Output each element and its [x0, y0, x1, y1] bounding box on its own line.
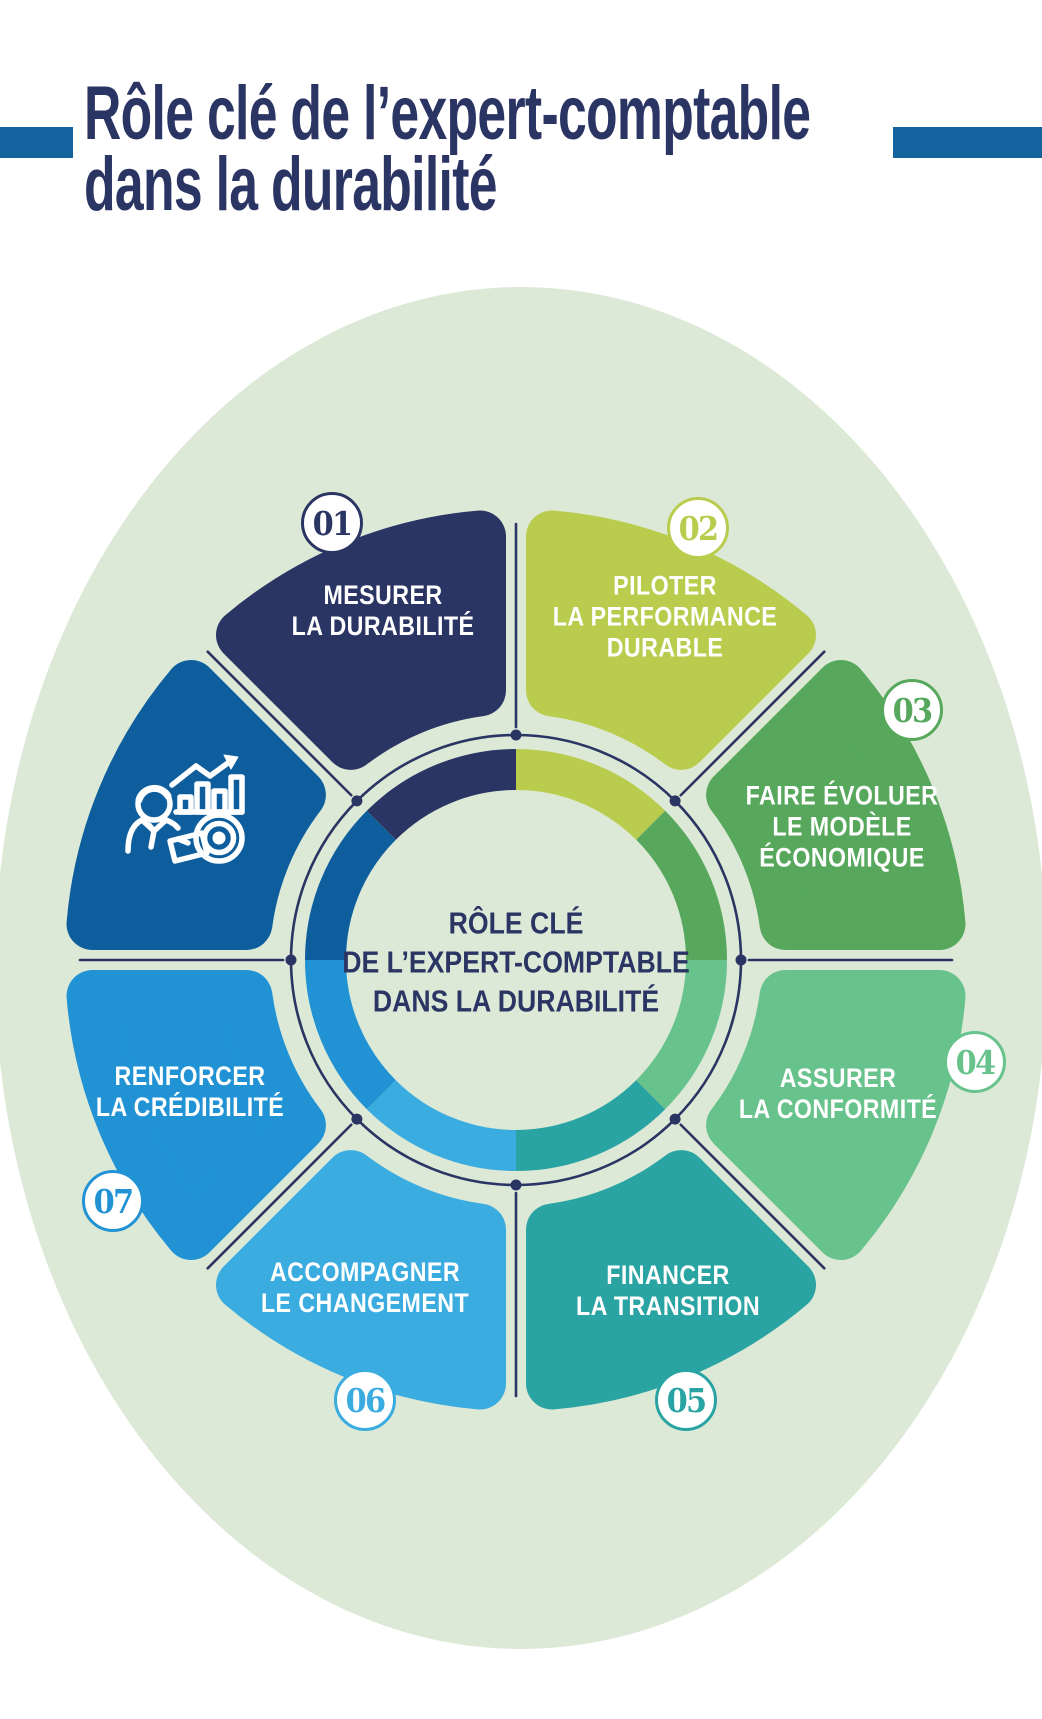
badge-number-text: 07	[93, 1181, 134, 1221]
petal-financer	[526, 1150, 816, 1410]
target-outer-ring	[193, 812, 245, 864]
segment-label-line: LA TRANSITION	[575, 1291, 761, 1321]
page-title: Rôle clé de l’expert-comptable dans la d…	[84, 71, 1042, 227]
segment-label-line: ASSURER	[779, 1063, 897, 1093]
number-badge-05: 05	[655, 1369, 717, 1431]
divider-dot	[735, 954, 747, 966]
segment-label-line: DURABLE	[606, 632, 724, 663]
segment-label-line: FINANCER	[606, 1260, 730, 1290]
chart-bar-4	[228, 774, 245, 815]
divider-dot	[669, 1113, 681, 1125]
badge-number-text: 01	[312, 503, 353, 543]
divider-line	[679, 1123, 826, 1270]
accountant-chart-target-icon	[125, 754, 245, 864]
growth-arrow-head	[223, 754, 239, 770]
segment-label-line: ACCOMPAGNER	[269, 1257, 461, 1287]
wheel-center-title-line3: DANS LA DURABILITÉ	[372, 983, 660, 1019]
divider-dot	[351, 795, 363, 807]
ring-arc-faire-evoluer	[635, 810, 727, 961]
petal-faire-evoluer	[706, 660, 966, 950]
title-accent-bar-left	[0, 127, 73, 158]
number-badge-06: 06	[334, 1369, 396, 1431]
number-badge-02: 02	[667, 497, 729, 559]
wheel-center-title-line2: DE L’EXPERT-COMPTABLE	[342, 944, 690, 980]
ring-arc-icon-segment	[305, 810, 397, 961]
badge-number-text: 06	[345, 1380, 386, 1420]
ring-arc-financer	[515, 1079, 666, 1171]
badge-number-text: 04	[955, 1042, 996, 1082]
ring-arc-mesurer	[366, 749, 517, 841]
clipboard-clip	[175, 836, 191, 846]
badge-number-text: 02	[678, 508, 719, 548]
page-title-line1: Rôle clé de l’expert-comptable	[84, 71, 811, 156]
wheel-center-title-line1: RÔLE CLÉ	[448, 905, 584, 941]
petal-accompagner	[216, 1150, 506, 1410]
divider-dot	[285, 954, 297, 966]
petal-assurer	[706, 970, 966, 1260]
divider-dot	[669, 795, 681, 807]
segment-label-line: PILOTER	[613, 570, 717, 601]
ring-arc-accompagner	[366, 1079, 517, 1171]
chart-bar-1	[177, 794, 194, 815]
number-badge-03: 03	[881, 679, 943, 741]
petal-mesurer	[216, 510, 506, 770]
ring-arc-assurer	[635, 959, 727, 1110]
badge-number-text: 05	[666, 1380, 707, 1420]
segment-label-line: LA PERFORMANCE	[552, 601, 778, 632]
ring-arc-renforcer	[305, 959, 397, 1110]
chart-bar-3	[211, 788, 228, 815]
petal-piloter	[526, 510, 816, 770]
target-bullseye	[212, 831, 226, 845]
number-badge-07: 07	[82, 1170, 144, 1232]
page-title-line2: dans la durabilité	[84, 142, 497, 227]
divider-line	[679, 650, 826, 797]
clipboard	[167, 830, 210, 864]
number-badge-04: 04	[944, 1031, 1006, 1093]
segment-label-line: LE CHANGEMENT	[260, 1288, 470, 1318]
person-hair	[135, 784, 172, 804]
segment-label-line: MESURER	[323, 580, 443, 610]
number-badge-01: 01	[301, 492, 363, 554]
petal-renforcer	[66, 970, 326, 1260]
segment-label-line: FAIRE ÉVOLUER	[745, 780, 939, 811]
divider-dot	[510, 1179, 522, 1191]
divider-dot	[351, 1113, 363, 1125]
ring-arc-piloter	[515, 749, 666, 841]
badge-number-text: 03	[892, 690, 933, 730]
divider-line	[206, 1123, 353, 1270]
divider-dot	[510, 729, 522, 741]
wheel-center-title: RÔLE CLÉ DE L’EXPERT-COMPTABLE DANS LA D…	[342, 904, 690, 1021]
segment-label-line: RENFORCER	[114, 1061, 266, 1091]
divider-line	[206, 650, 353, 797]
target-middle-ring	[201, 820, 237, 856]
segment-label-line: LA CONFORMITÉ	[738, 1094, 938, 1124]
segment-label-line: ÉCONOMIQUE	[759, 842, 925, 873]
segment-label-line: LA DURABILITÉ	[291, 611, 475, 641]
growth-arrow-line	[169, 757, 235, 788]
title-accent-bar-right	[893, 127, 1042, 158]
chart-bar-2	[194, 781, 211, 815]
person-tie	[146, 822, 157, 850]
segment-label-line: LA CRÉDIBILITÉ	[95, 1092, 285, 1122]
segment-label-line: LE MODÈLE	[772, 811, 912, 842]
